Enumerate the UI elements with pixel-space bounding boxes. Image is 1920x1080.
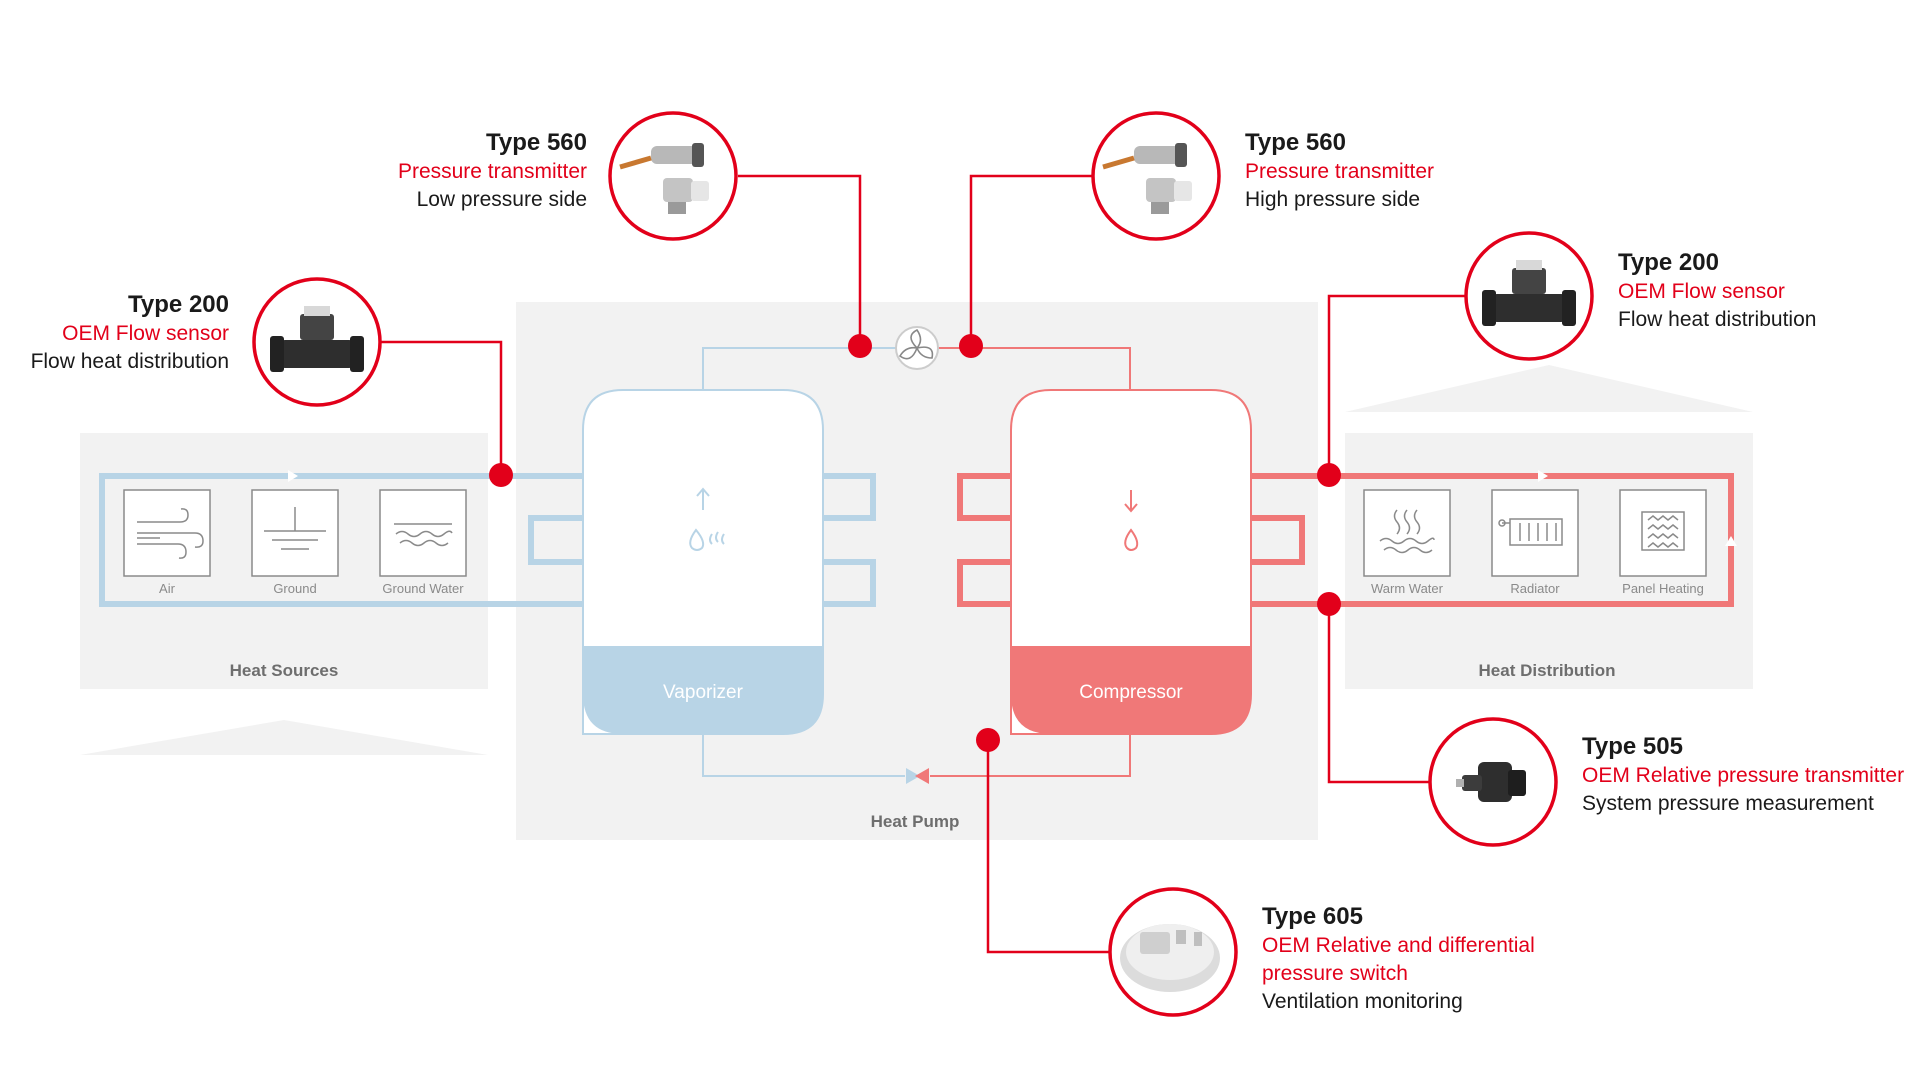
evaporation-icon — [689, 487, 725, 551]
distribution-label: Panel Heating — [1622, 581, 1704, 596]
panel-heating-icon — [1641, 511, 1685, 551]
expansion-valve-blue — [906, 768, 920, 784]
sensor-name: Pressure transmitter — [1245, 160, 1435, 183]
hot-refrigerant-line — [930, 347, 1131, 777]
source-label: Air — [159, 581, 176, 596]
flow-sensor-icon — [270, 306, 364, 372]
sensor-type: Type 560 — [1245, 129, 1346, 156]
fan-icon — [895, 326, 939, 370]
water-waves-icon — [394, 523, 453, 547]
sensor-dot-flow-right — [1317, 463, 1341, 487]
sensor-connectors — [380, 174, 1466, 954]
distribution-label: Warm Water — [1371, 581, 1444, 596]
sensor-name: OEM Relative pressure transmitter — [1582, 764, 1905, 787]
sensor-dot-ventilation — [976, 728, 1000, 752]
sensor-desc: Flow heat distribution — [1618, 308, 1817, 331]
source-label: Ground Water — [382, 581, 464, 596]
sensor-name: OEM Flow sensor — [1618, 280, 1785, 303]
heat-distribution-shadow — [1345, 365, 1753, 412]
cold-circuit — [99, 473, 876, 607]
sensor-points — [489, 334, 1341, 752]
sensor-image-switch-605 — [1108, 887, 1238, 1017]
expansion-valve-red — [915, 768, 929, 784]
flow-arrow — [1538, 470, 1548, 482]
label-rel-505: Type 505 OEM Relative pressure transmitt… — [1582, 732, 1904, 818]
sensor-type: Type 605 — [1262, 903, 1363, 930]
sensor-image-pt-high — [1091, 111, 1221, 241]
flow-arrow — [288, 470, 298, 482]
warm-water-icon — [1379, 509, 1435, 554]
compressor-fill — [1011, 646, 1251, 734]
heat-dist-tile-warm-water: Warm Water — [1363, 489, 1451, 596]
label-pt-high: Type 560 Pressure transmitter High press… — [1245, 128, 1434, 214]
compressor-label: Compressor — [1079, 682, 1183, 703]
sensor-dot-flow-left — [489, 463, 513, 487]
sensor-type: Type 560 — [486, 129, 587, 156]
sensor-type: Type 200 — [1618, 249, 1719, 276]
label-flow-right: Type 200 OEM Flow sensor Flow heat distr… — [1618, 248, 1816, 334]
sensor-image-flow-left — [252, 277, 382, 407]
heat-pump-title: Heat Pump — [871, 812, 960, 831]
vaporizer-fill — [583, 646, 823, 734]
sensor-desc: Ventilation monitoring — [1262, 990, 1463, 1013]
heat-dist-tile-panel-heating: Panel Heating — [1619, 489, 1707, 596]
sensor-name: Pressure transmitter — [397, 160, 587, 183]
sensor-image-pt-low — [608, 111, 738, 241]
sensor-desc: System pressure measurement — [1582, 792, 1874, 815]
heat-sources-title: Heat Sources — [230, 661, 339, 680]
cold-refrigerant-line — [702, 347, 905, 777]
sensor-dot-low-pressure — [848, 334, 872, 358]
source-label: Ground — [273, 581, 316, 596]
pressure-transmitter-icon — [619, 143, 709, 214]
heat-source-tile-ground-water: Ground Water — [379, 489, 467, 596]
sensor-type: Type 505 — [1582, 733, 1683, 760]
heat-distribution-title: Heat Distribution — [1479, 661, 1616, 680]
heat-dist-tile-radiator: Radiator — [1491, 489, 1579, 596]
wind-icon — [137, 508, 204, 559]
condensation-icon — [1124, 490, 1139, 551]
sensor-type: Type 200 — [128, 291, 229, 318]
heat-sources-shadow — [80, 720, 488, 755]
sensor-name: OEM Relative and differential — [1262, 934, 1535, 957]
pressure-transmitter-icon — [1102, 143, 1192, 214]
flow-sensor-icon — [1482, 260, 1576, 326]
pressure-switch-icon — [1120, 924, 1220, 992]
relative-pressure-transmitter-icon — [1456, 762, 1526, 802]
sensor-name: OEM Flow sensor — [62, 322, 229, 345]
sensor-desc: Flow heat distribution — [30, 350, 229, 373]
sensor-image-rel-505 — [1428, 717, 1558, 847]
sensor-dot-high-pressure — [959, 334, 983, 358]
flow-arrow — [1725, 536, 1737, 546]
ground-icon — [264, 507, 326, 550]
radiator-icon — [1498, 518, 1563, 546]
heat-source-tile-ground: Ground — [251, 489, 339, 596]
heat-source-tile-air: Air — [123, 489, 211, 596]
label-flow-left: Type 200 OEM Flow sensor Flow heat distr… — [31, 290, 229, 376]
label-switch-605: Type 605 OEM Relative and differential p… — [1262, 902, 1535, 1016]
sensor-desc: High pressure side — [1245, 188, 1421, 211]
sensor-name-cont: pressure switch — [1262, 962, 1408, 985]
vaporizer-label: Vaporizer — [663, 682, 744, 703]
label-pt-low: Type 560 Pressure transmitter Low pressu… — [398, 128, 587, 214]
sensor-image-flow-right — [1464, 231, 1594, 361]
sensor-desc: Low pressure side — [416, 188, 587, 211]
sensor-dot-system-pressure — [1317, 592, 1341, 616]
distribution-label: Radiator — [1510, 581, 1560, 596]
